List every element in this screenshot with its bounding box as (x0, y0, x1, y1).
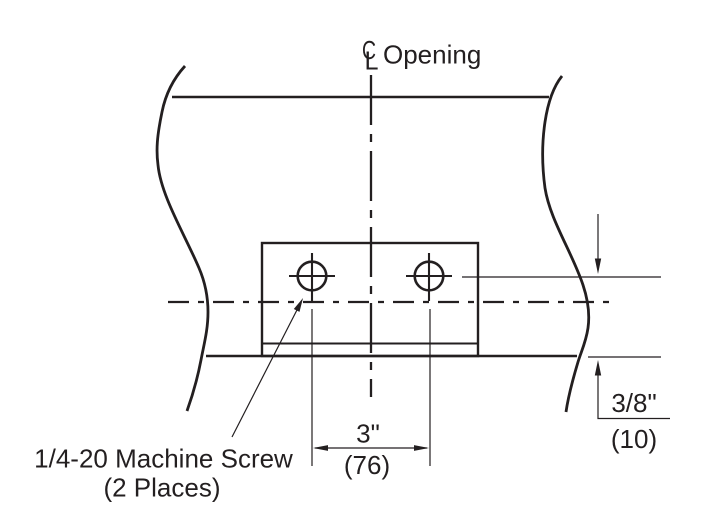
screw-note-line2: (2 Places) (103, 473, 220, 503)
screw-note-leader-line (231, 305, 300, 438)
right-break-line (541, 75, 591, 413)
spacing-dimension-imperial: 3" (356, 419, 380, 449)
screw-note-arrowhead (293, 298, 303, 312)
spacing-dimension-metric: (76) (344, 450, 390, 480)
centerline-symbol-l: L (365, 46, 379, 76)
opening-centerline-label: Opening (383, 40, 481, 70)
bracket-outline (260, 241, 480, 358)
offset-lower-arrowhead (594, 360, 602, 376)
centerline-symbol-c: C (362, 35, 376, 65)
spacing-arrow-left (313, 445, 328, 451)
screw-note-line1: 1/4-20 Machine Screw (34, 444, 293, 474)
offset-dimension-metric: (10) (611, 424, 657, 454)
left-break-line (155, 65, 210, 412)
spacing-arrow-right (414, 445, 429, 451)
offset-upper-arrowhead (594, 258, 602, 274)
offset-dimension-imperial: 3/8" (611, 388, 656, 418)
offset-lower-leader-line (597, 372, 670, 420)
